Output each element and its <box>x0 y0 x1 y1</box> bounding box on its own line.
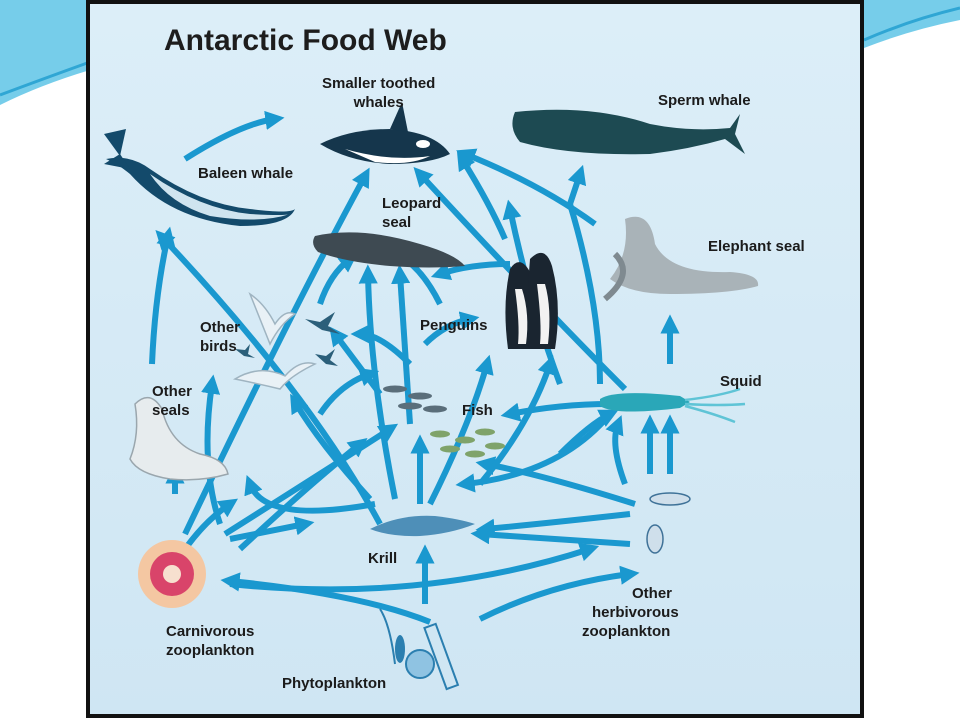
herbivorous-zooplankton-illustration <box>646 492 691 554</box>
toothed-whale-illustration <box>320 102 450 164</box>
label-herbivorous-zooplankton: Other herbivorous zooplankton <box>582 585 679 640</box>
label-fish: Fish <box>462 402 493 419</box>
phytoplankton-illustration <box>379 608 460 691</box>
penguins-illustration <box>505 252 558 349</box>
fish-illustration <box>383 385 505 458</box>
label-krill: Krill <box>368 550 398 567</box>
label-elephant-seal: Elephant seal <box>708 238 805 255</box>
carnivorous-zooplankton-illustration <box>138 540 206 608</box>
label-sperm-whale: Sperm whale <box>658 92 751 109</box>
other-birds-illustration <box>232 292 340 390</box>
squid-illustration <box>600 387 746 424</box>
label-penguins: Penguins <box>420 317 488 334</box>
label-phytoplankton: Phytoplankton <box>282 675 387 692</box>
diagram-title: Antarctic Food Web <box>164 24 447 57</box>
label-squid: Squid <box>720 373 762 390</box>
krill-illustration <box>370 515 475 537</box>
sperm-whale-illustration <box>512 109 745 155</box>
leopard-seal-illustration <box>313 232 465 268</box>
label-baleen-whale: Baleen whale <box>198 165 294 182</box>
food-web-graphic <box>104 102 759 691</box>
other-seals-illustration <box>129 396 229 481</box>
elephant-seal-illustration <box>603 216 759 302</box>
baleen-whale-illustration <box>104 129 295 226</box>
